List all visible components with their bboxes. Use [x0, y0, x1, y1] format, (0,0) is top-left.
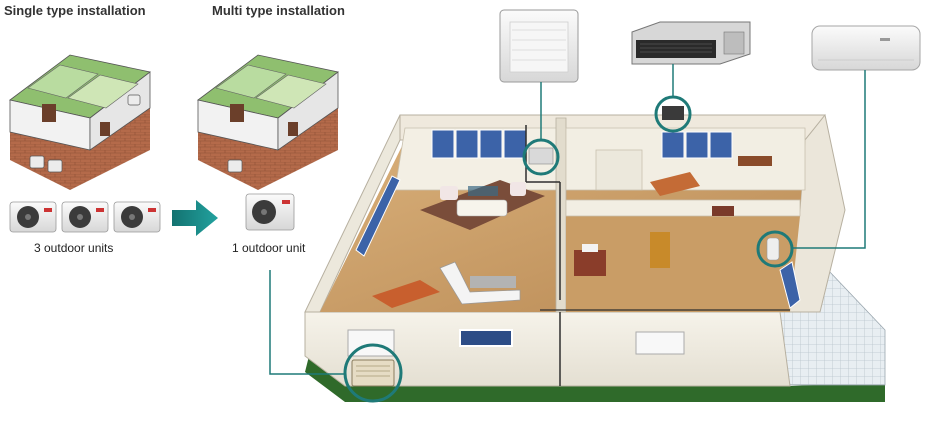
one-outdoor-unit-caption: 1 outdoor unit [232, 241, 306, 255]
highlight-circle-wall-mounted [756, 230, 794, 268]
wall-mounted-unit-icon [811, 25, 921, 71]
single-type-house-illustration [9, 54, 151, 190]
floor-console-unit-icon [499, 9, 579, 83]
ducted-unit-icon [631, 21, 751, 65]
highlight-circle-outdoor-unit [343, 343, 403, 403]
three-outdoor-units-caption: 3 outdoor units [34, 241, 113, 255]
single-type-heading: Single type installation [4, 3, 146, 18]
connector-lines [269, 64, 866, 375]
arrow-right-icon [172, 200, 218, 236]
multi-type-heading: Multi type installation [212, 3, 345, 18]
house-cutaway-illustration [304, 113, 886, 402]
highlight-circle-ducted [654, 95, 692, 133]
three-outdoor-units [9, 201, 161, 233]
single-outdoor-unit [245, 193, 295, 231]
multi-type-house-illustration [197, 54, 339, 190]
highlight-circle-floor-console [522, 138, 560, 176]
